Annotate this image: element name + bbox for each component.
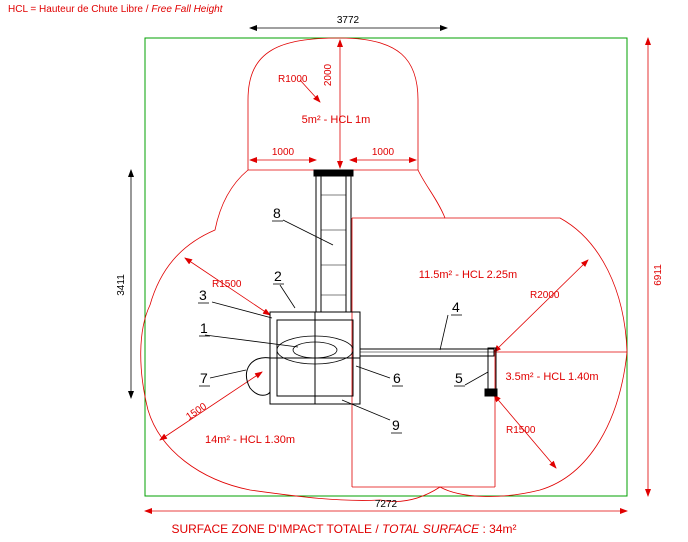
callout-leader-8 [282, 219, 334, 246]
zone-right-label: 11.5m² - HCL 2.25m [419, 269, 517, 281]
callout-leader-9 [341, 399, 391, 421]
legend-french: HCL = Hauteur de Chute Libre [8, 4, 143, 15]
zone-bottom-left-label: 14m² - HCL 1.30m [205, 434, 295, 446]
callout-leader-7 [209, 369, 247, 379]
side-loop [245, 357, 271, 396]
callout-3: 3 [199, 287, 207, 303]
callout-6: 6 [393, 370, 401, 386]
bump-right-label: 1000 [372, 147, 395, 158]
bridge-beam [359, 348, 495, 357]
callout-5: 5 [455, 370, 463, 386]
radius-lower-right-leader [493, 394, 557, 469]
callout-9: 9 [392, 417, 400, 433]
radius-upper-left-label: R1500 [212, 279, 242, 290]
callout-2: 2 [274, 268, 282, 284]
callout-1: 1 [200, 320, 208, 336]
tower-hub-inner [292, 341, 338, 359]
radius-top-label: R1000 [278, 74, 308, 85]
impact-zone-outline [140, 37, 628, 502]
bottom-width-label: 7272 [375, 499, 398, 510]
total-surface-caption: SURFACE ZONE D'IMPACT TOTALE / TOTAL SUR… [0, 522, 688, 536]
footer-prefix: SURFACE ZONE D'IMPACT TOTALE / [171, 522, 383, 536]
play-structure [245, 169, 498, 405]
bounding-box [144, 37, 628, 497]
bump-height-label: 2000 [323, 63, 334, 86]
callout-7: 7 [200, 370, 208, 386]
legend-separator: / [143, 4, 152, 15]
left-height-label: 3411 [116, 274, 127, 296]
radius-right-label: R2000 [530, 290, 560, 301]
left-radius-label: 1500 [184, 401, 209, 423]
callout-leaders [204, 219, 489, 421]
callout-leader-5 [464, 371, 489, 386]
callout-leader-4 [439, 314, 449, 351]
left-radius-leader [159, 371, 263, 441]
callout-4: 4 [452, 299, 460, 315]
callout-leader-1 [204, 334, 299, 348]
tower-hub [276, 335, 354, 365]
callout-leader-3 [211, 301, 273, 319]
radius-lower-right-label: R1500 [506, 425, 536, 436]
top-width-label: 3772 [337, 15, 360, 26]
footer-suffix: : 34m² [479, 522, 517, 536]
zone-small-label: 3.5m² - HCL 1.40m [505, 371, 598, 383]
right-height-label: 6911 [653, 264, 664, 286]
radius-right-leader [493, 259, 589, 353]
callout-underlines [198, 220, 465, 434]
zone-top-label: 5m² - HCL 1m [302, 114, 371, 126]
footer-english: TOTAL SURFACE [382, 522, 480, 536]
slide-top-cap [313, 169, 354, 177]
radius-upper-left-leader [184, 257, 271, 316]
legend-english: Free Fall Height [151, 4, 223, 15]
callout-8: 8 [273, 205, 281, 221]
radius-top-leader [299, 79, 321, 103]
bridge-end-cap [484, 388, 498, 397]
bump-left-label: 1000 [272, 147, 295, 158]
legend: HCL = Hauteur de Chute Libre / Free Fall… [8, 4, 222, 15]
callout-leader-2 [279, 284, 296, 309]
callout-leader-6 [355, 365, 391, 379]
